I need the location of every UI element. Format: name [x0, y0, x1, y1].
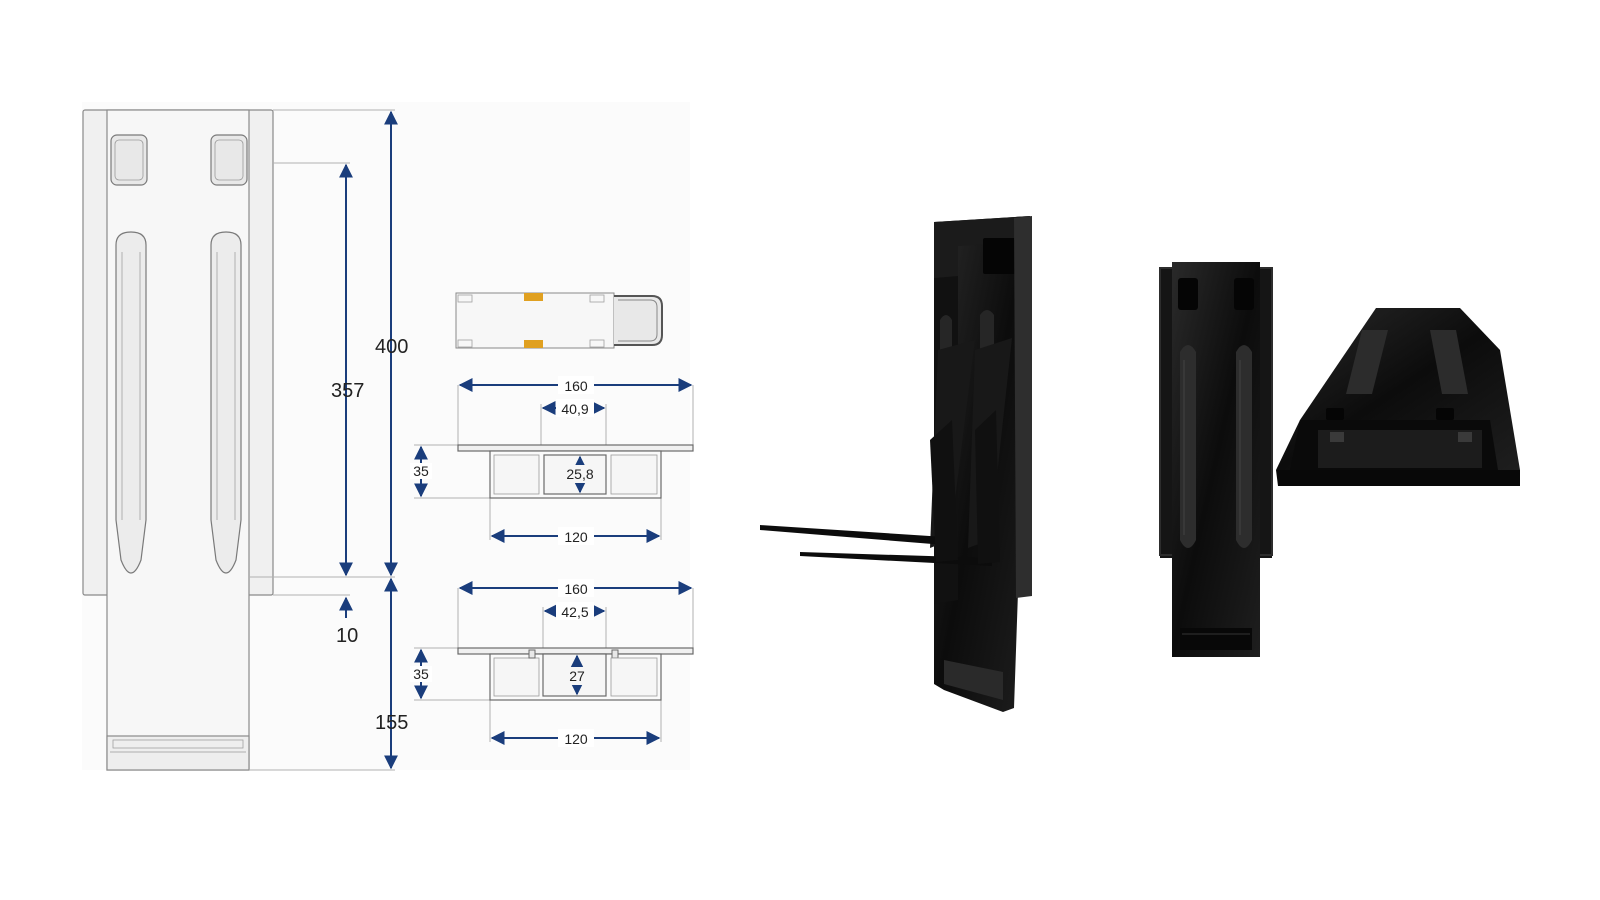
sec-b-dim-425-label: 42,5 — [561, 604, 588, 620]
top-pocket-right-inner — [214, 139, 244, 181]
slot-left — [115, 231, 147, 574]
top-view-drawing — [455, 292, 663, 349]
sec-a-dim-35-label: 35 — [413, 463, 429, 479]
top-view-marker-bottom — [524, 340, 543, 348]
slot-left-detail — [121, 252, 141, 520]
dim-10-label: 10 — [336, 625, 358, 647]
sec-b-dim-27-label: 27 — [569, 668, 585, 684]
sec-b-dim-120-label: 120 — [564, 731, 588, 747]
photo-front-view — [1159, 262, 1273, 657]
sec-b-dim-160-label: 160 — [564, 581, 588, 597]
dim-155-label: 155 — [375, 712, 408, 734]
photo-side-view-with-forks — [760, 216, 1032, 712]
slot-right-detail — [216, 252, 236, 520]
bottom-plate-detail — [112, 739, 244, 749]
sec-a-dim-120-label: 120 — [564, 529, 588, 545]
bottom-plate — [106, 735, 250, 771]
photo-angled-view — [1276, 308, 1520, 486]
top-pocket-left — [110, 134, 148, 186]
section-b-drawing: 160 42,5 27 35 120 — [410, 579, 694, 747]
sec-a-dim-258-label: 25,8 — [566, 466, 593, 482]
sec-a-dim-160-label: 160 — [564, 378, 588, 394]
section-a-drawing: 160 40,9 25,8 35 120 — [410, 376, 694, 545]
top-view-marker-top — [524, 293, 543, 301]
extension-lines — [249, 109, 395, 771]
front-view-drawing: 400 357 10 155 — [82, 102, 690, 771]
top-pocket-left-inner — [114, 139, 144, 181]
dim-357-label: 357 — [331, 380, 364, 402]
top-pocket-right — [210, 134, 248, 186]
slot-right — [210, 231, 242, 574]
sec-b-dim-35-label: 35 — [413, 666, 429, 682]
sec-a-dim-409-label: 40,9 — [561, 401, 588, 417]
dim-400-label: 400 — [375, 336, 408, 358]
